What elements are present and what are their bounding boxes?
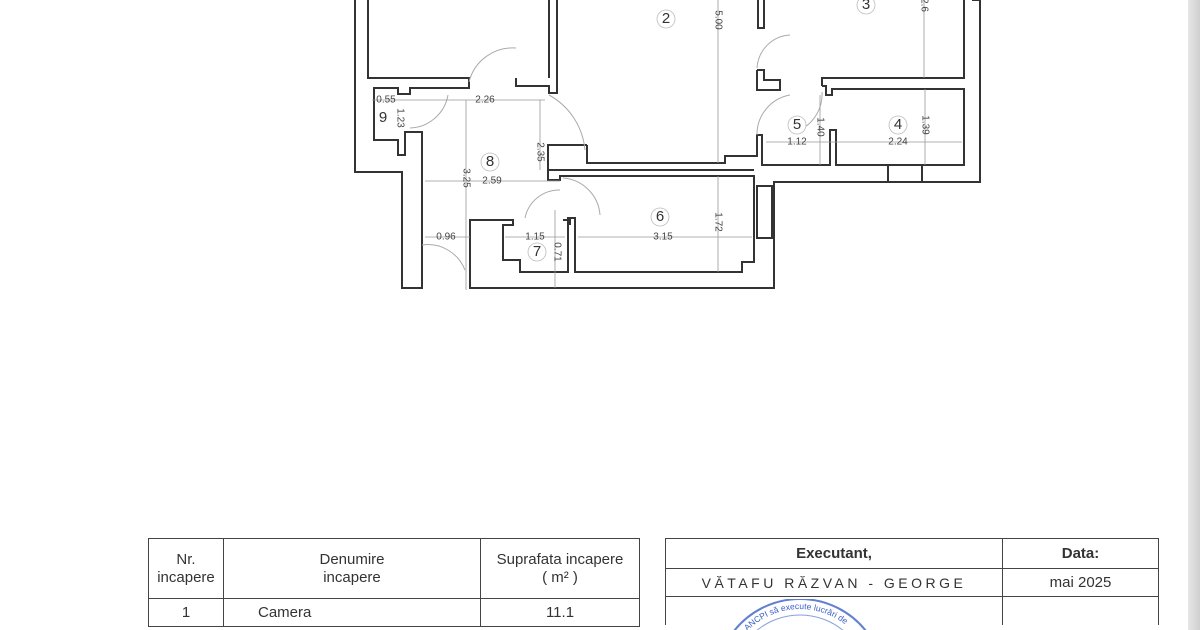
- room-9-label: 9: [379, 109, 387, 126]
- room-2-label: 2: [656, 9, 676, 29]
- signature-cell: [665, 596, 1003, 625]
- dim-label: 1.72: [712, 212, 723, 232]
- svg-text:6: 6: [656, 208, 664, 225]
- dim-label: 0.55: [376, 95, 396, 106]
- dim-label: 1.39: [919, 115, 930, 135]
- room-nr: 1: [148, 598, 224, 627]
- room-5-label: 5: [787, 115, 807, 135]
- svg-text:2: 2: [662, 10, 670, 27]
- dim-label: 2.35: [534, 142, 545, 162]
- dim-label: 1.15: [525, 232, 545, 243]
- header-nr: Nr.incapere: [148, 538, 224, 599]
- room-area: 11.1: [480, 598, 640, 627]
- dim-label: 1.23: [394, 108, 405, 128]
- dim-label: 2.24: [888, 137, 908, 148]
- room-4-label: 4: [888, 115, 908, 135]
- door-swings: [409, 34, 823, 271]
- dim-label: 5.00: [712, 10, 723, 30]
- svg-text:4: 4: [894, 116, 902, 133]
- empty-cell: [1002, 596, 1159, 625]
- room-name: Camera: [223, 598, 481, 627]
- dim-label: 1.12: [787, 137, 807, 148]
- dimension-lines: [372, 0, 962, 290]
- dim-label: 0.71: [551, 242, 562, 262]
- date-value: mai 2025: [1002, 568, 1159, 597]
- executant-name: VĂTAFU RĂZVAN - GEORGE: [665, 568, 1003, 597]
- svg-text:7: 7: [533, 243, 541, 260]
- room-3-label: 3: [856, 0, 876, 15]
- walls: [354, 0, 981, 289]
- svg-text:9: 9: [379, 109, 387, 126]
- dim-label: 2.26: [475, 95, 495, 106]
- dim-label: 2.59: [482, 176, 502, 187]
- svg-text:8: 8: [486, 153, 494, 170]
- floor-plan: 2 3 4 5 6 7 8 9 5.00 2.6 0.55 2.26 1.23 …: [354, 0, 981, 290]
- dim-label: 2.6: [918, 0, 929, 12]
- table-row: 1 Camera 11.1: [148, 598, 640, 627]
- executant-table: Executant, Data: VĂTAFU RĂZVAN - GEORGE …: [665, 538, 1159, 625]
- svg-text:5: 5: [793, 116, 801, 133]
- stamp: ANCPI să execute lucrări de: [733, 599, 867, 630]
- dim-label: 0.96: [436, 232, 456, 243]
- dim-label: 1.40: [814, 117, 825, 137]
- dim-label: 3.25: [460, 168, 471, 188]
- dimension-labels: 5.00 2.6 0.55 2.26 1.23 2.35 3.25 2.59 1…: [376, 0, 930, 262]
- room-8-label: 8: [480, 152, 500, 172]
- svg-text:3: 3: [862, 0, 870, 13]
- room-labels: 2 3 4 5 6 7 8 9: [379, 0, 908, 262]
- room-6-label: 6: [650, 207, 670, 227]
- date-label: Data:: [1002, 538, 1159, 569]
- dim-label: 3.15: [653, 232, 673, 243]
- room-7-label: 7: [527, 242, 547, 262]
- header-area: Suprafata incapere( m² ): [480, 538, 640, 599]
- scan-edge: [1188, 0, 1200, 630]
- executant-label: Executant,: [665, 538, 1003, 569]
